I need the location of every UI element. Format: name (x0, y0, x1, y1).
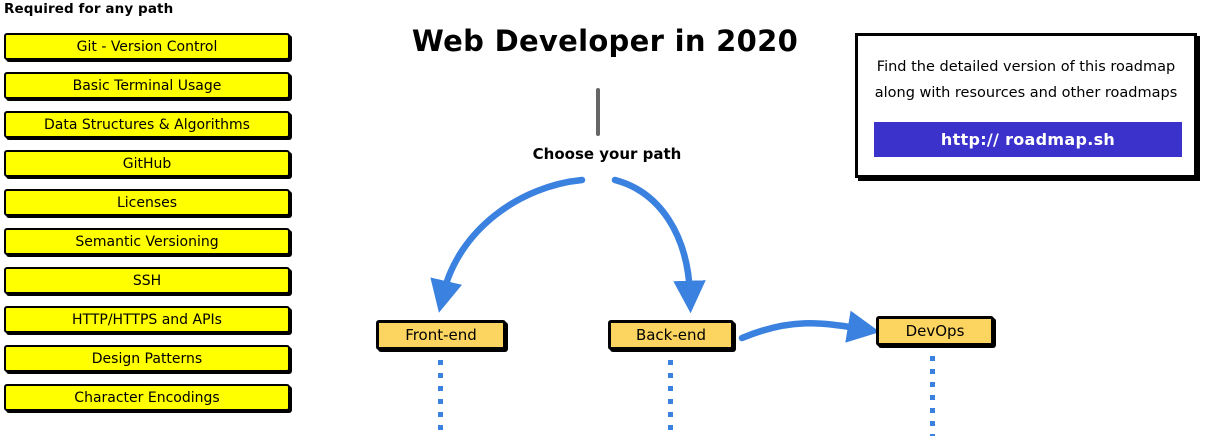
required-topic-item[interactable]: Licenses (4, 189, 290, 216)
promo-box: Find the detailed version of this roadma… (855, 33, 1197, 178)
required-topic-label: Basic Terminal Usage (72, 77, 222, 94)
required-topics-section: Required for any path Git - Version Cont… (0, 0, 300, 436)
path-box-label: Front-end (405, 326, 477, 344)
dotted-trail-devops (930, 356, 935, 436)
required-topic-item[interactable]: Character Encodings (4, 384, 290, 411)
dotted-trail-front-end (438, 360, 443, 436)
required-topic-label: Character Encodings (74, 389, 220, 406)
required-topic-item[interactable]: Git - Version Control (4, 33, 290, 60)
promo-text: Find the detailed version of this roadma… (858, 54, 1194, 106)
required-topic-item[interactable]: Data Structures & Algorithms (4, 111, 290, 138)
promo-line-1: Find the detailed version of this roadma… (876, 59, 1176, 75)
required-topic-label: Design Patterns (91, 350, 203, 367)
required-topics-list: Git - Version Control Basic Terminal Usa… (4, 33, 290, 423)
required-topic-item[interactable]: SSH (4, 267, 290, 294)
path-box-back-end[interactable]: Back-end (608, 320, 734, 350)
required-topic-label: Semantic Versioning (75, 233, 219, 250)
path-box-front-end[interactable]: Front-end (376, 320, 506, 350)
title-stem-connector (596, 88, 600, 136)
required-topic-label: SSH (132, 272, 162, 289)
arrow-back-end-to-devops (738, 310, 880, 343)
required-topic-label: HTTP/HTTPS and APIs (72, 311, 222, 328)
required-topic-item[interactable]: Basic Terminal Usage (4, 72, 290, 99)
dotted-trail-back-end (668, 360, 673, 436)
required-topic-label: GitHub (122, 155, 172, 172)
page-title: Web Developer in 2020 (411, 24, 799, 58)
path-box-label: Back-end (635, 326, 707, 344)
roadmap-link-button[interactable]: http:// roadmap.sh (874, 122, 1182, 157)
title-block: Web Developer in 2020 (380, 24, 830, 58)
choose-path-label: Choose your path (532, 145, 682, 163)
required-topics-heading: Required for any path (4, 1, 174, 17)
roadmap-link-label: http:// roadmap.sh (940, 130, 1116, 149)
arrow-to-front-end (430, 176, 586, 313)
required-topic-label: Git - Version Control (76, 38, 218, 55)
required-topic-item[interactable]: GitHub (4, 150, 290, 177)
required-topic-label: Licenses (116, 194, 178, 211)
required-topic-item[interactable]: HTTP/HTTPS and APIs (4, 306, 290, 333)
promo-line-2: along with resources and other roadmaps (874, 85, 1178, 101)
required-topic-item[interactable]: Design Patterns (4, 345, 290, 372)
required-topic-item[interactable]: Semantic Versioning (4, 228, 290, 255)
path-box-devops[interactable]: DevOps (876, 316, 994, 346)
path-box-label: DevOps (905, 322, 965, 340)
arrow-to-back-end (611, 176, 706, 314)
required-topic-label: Data Structures & Algorithms (44, 116, 250, 133)
